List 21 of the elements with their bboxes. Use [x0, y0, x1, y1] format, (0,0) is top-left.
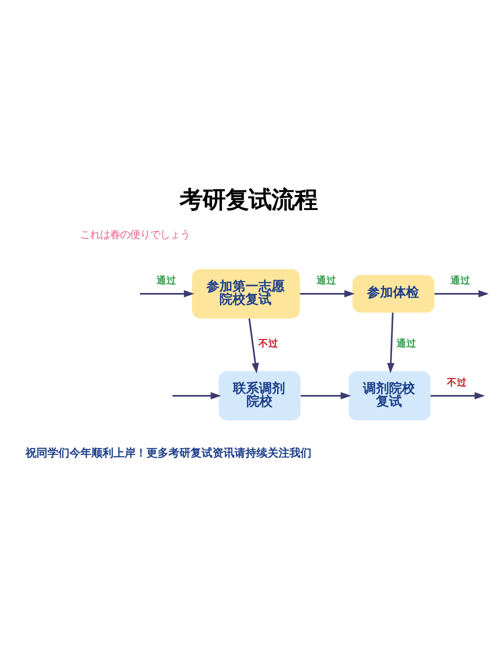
edge-label: 通过	[450, 276, 471, 287]
edge-label: 通过	[156, 276, 176, 287]
edge-label: 不过	[446, 378, 467, 389]
caption: 祝同学们今年顺利上岸！更多考研复试资讯请持续关注我们	[25, 446, 312, 460]
node-box: 调剂院校复试	[348, 371, 430, 420]
diagram-title: 考研复试流程	[180, 185, 318, 214]
arrow	[248, 318, 259, 374]
node-box: 参加第一志愿院校复试	[192, 269, 300, 318]
arrow	[434, 290, 489, 298]
edge-label: 通过	[316, 276, 336, 287]
arrow	[387, 312, 394, 374]
arrow	[172, 392, 222, 400]
edge-label: 不过	[258, 338, 279, 350]
node-box: 联系调剂院校	[218, 371, 301, 420]
node-box: 参加体检	[352, 274, 434, 313]
arrow	[430, 392, 485, 400]
label: これは春の便りでしょう	[80, 228, 190, 241]
arrow	[300, 392, 352, 400]
arrow	[140, 290, 194, 298]
edge-label: 通过	[396, 338, 416, 350]
arrow	[300, 290, 355, 298]
